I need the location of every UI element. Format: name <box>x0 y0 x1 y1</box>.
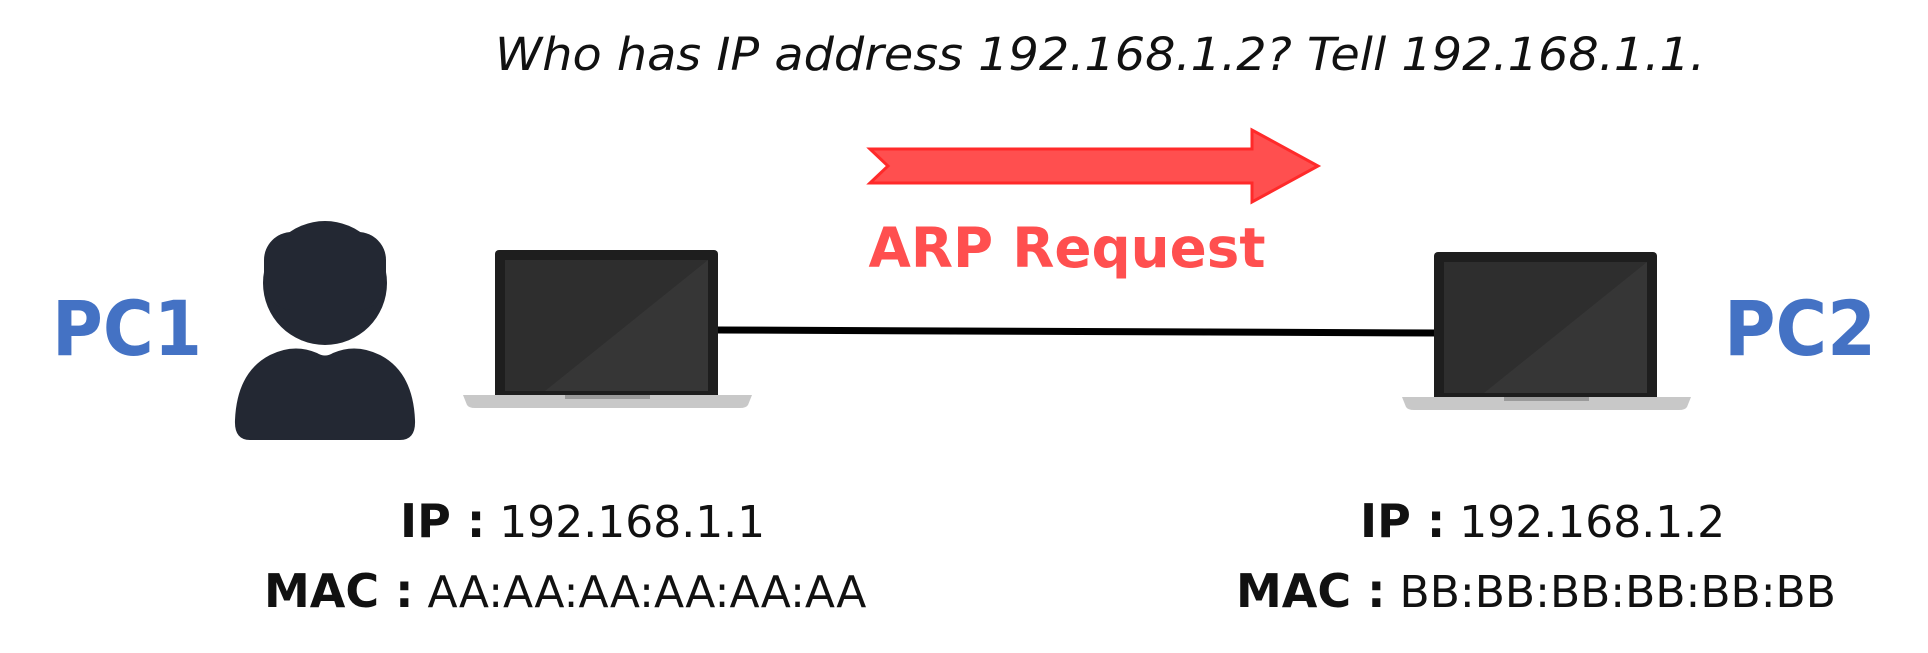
network-cable <box>717 326 1441 337</box>
pc1-ip-key: IP : <box>400 494 485 548</box>
pc2-ip-value: 192.168.1.2 <box>1459 497 1725 548</box>
arp-request-label: ARP Request <box>869 216 1266 280</box>
pc2-laptop-icon <box>1402 252 1691 410</box>
pc2-ip-key: IP : <box>1360 494 1445 548</box>
pc2-mac-key: MAC : <box>1236 564 1386 618</box>
pc1-label: PC1 <box>52 284 202 373</box>
user-icon <box>228 221 416 440</box>
arp-query-text: Who has IP address 192.168.1.2? Tell 192… <box>495 28 1705 81</box>
pc2-ip-line: IP : 192.168.1.2 <box>1360 494 1725 548</box>
pc2-mac-line: MAC : BB:BB:BB:BB:BB:BB <box>1236 564 1836 618</box>
pc2-address-block: IP : 192.168.1.2 MAC : BB:BB:BB:BB:BB:BB <box>1236 494 1836 618</box>
pc1-ip-value: 192.168.1.1 <box>499 497 765 548</box>
arrow-right-icon <box>866 127 1322 205</box>
pc1-mac-key: MAC : <box>264 564 414 618</box>
pc1-ip-line: IP : 192.168.1.1 <box>400 494 765 548</box>
pc1-mac-line: MAC : AA:AA:AA:AA:AA:AA <box>264 564 866 618</box>
pc1-address-block: IP : 192.168.1.1 MAC : AA:AA:AA:AA:AA:AA <box>264 494 866 618</box>
pc1-mac-value: AA:AA:AA:AA:AA:AA <box>428 567 867 618</box>
pc2-label: PC2 <box>1724 284 1876 373</box>
pc1-laptop-icon <box>463 250 752 408</box>
pc2-mac-value: BB:BB:BB:BB:BB:BB <box>1400 567 1836 618</box>
